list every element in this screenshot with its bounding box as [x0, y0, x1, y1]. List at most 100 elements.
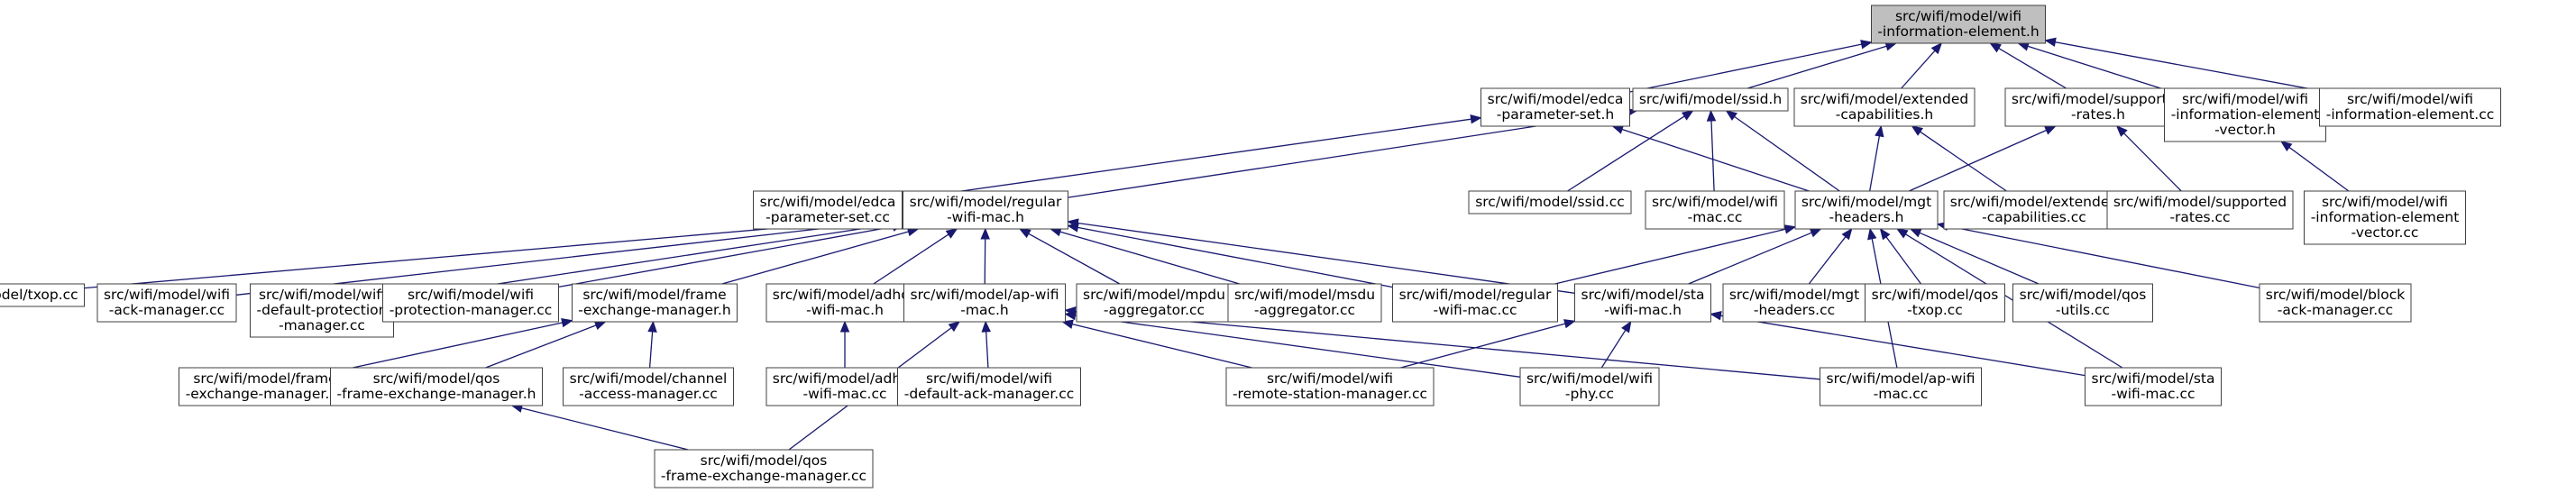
- edge-stamac-h-to-mgt-h: [1688, 228, 1822, 285]
- node-adhoc-h[interactable]: src/wifi/model/adhoc-wifi-mac.h: [765, 283, 924, 323]
- node-label: src/wifi/model/adhoc: [773, 287, 917, 303]
- node-ssid-cc[interactable]: src/wifi/model/ssid.cc: [1468, 190, 1632, 215]
- node-box: [897, 367, 1081, 406]
- node-box: [382, 283, 559, 323]
- node-phy-cc[interactable]: src/wifi/model/wifi-phy.cc: [1519, 367, 1660, 406]
- edge-line: [1710, 120, 1715, 192]
- node-label: -parameter-set.cc: [765, 209, 890, 225]
- node-rates-h[interactable]: src/wifi/model/supported-rates.h: [2004, 87, 2192, 127]
- arrowhead: [1681, 110, 1694, 121]
- node-label: -manager.cc: [279, 317, 365, 333]
- node-label: src/wifi/model/wifi: [104, 287, 230, 303]
- node-protmgr-cc[interactable]: src/wifi/model/wifi-protection-manager.c…: [382, 283, 559, 323]
- edge-mgt-h-to-rates-h: [1909, 125, 2057, 192]
- node-defack-cc[interactable]: src/wifi/model/wifi-default-ack-manager.…: [897, 367, 1081, 406]
- edge-line: [1629, 43, 1862, 93]
- node-label: src/wifi/model/extended: [1950, 194, 2118, 210]
- edge-line: [902, 118, 1471, 200]
- arrowhead: [1809, 228, 1822, 238]
- edge-extcap-h-to-ie-h: [1901, 42, 1943, 89]
- arrowhead: [1470, 114, 1482, 124]
- arrowhead: [1860, 40, 1873, 50]
- node-edca-cc[interactable]: src/wifi/model/edca-parameter-set.cc: [753, 190, 903, 230]
- node-qosutils-cc[interactable]: src/wifi/model/qos-utils.cc: [2012, 283, 2153, 323]
- node-wifimac-cc[interactable]: src/wifi/model/wifi-mac.cc: [1645, 190, 1785, 230]
- node-extcap-cc[interactable]: src/wifi/model/extended-capabilities.cc: [1943, 190, 2125, 230]
- edge-qosfem-cc-to-qosfem-h: [510, 403, 689, 451]
- node-extcap-h[interactable]: src/wifi/model/extended-capabilities.h: [1793, 87, 1976, 127]
- edge-ie-cc-to-ie-h: [2044, 37, 2320, 92]
- node-mgt-h[interactable]: src/wifi/model/mgt-headers.h: [1794, 190, 1939, 230]
- node-label: src/wifi/model/qos: [2020, 287, 2147, 303]
- node-rates-cc[interactable]: src/wifi/model/supported-rates.cc: [2106, 190, 2294, 230]
- edge-mgt-h-to-edca-h: [1611, 124, 1810, 192]
- arrowhead: [647, 320, 657, 333]
- node-label: -vector.cc: [2351, 224, 2419, 241]
- node-msdu-cc[interactable]: src/wifi/model/msdu-aggregator.cc: [1227, 283, 1382, 323]
- node-label: src/wifi/model/wifi: [2347, 91, 2473, 107]
- node-box: [96, 283, 237, 323]
- node-edca-h[interactable]: src/wifi/model/edca-parameter-set.h: [1481, 87, 1630, 127]
- edge-defack-cc-to-apmac-h: [981, 320, 991, 369]
- edge-line: [2055, 41, 2320, 92]
- node-mgt-cc[interactable]: src/wifi/model/mgt-headers.cc: [1722, 283, 1866, 323]
- edge-line: [351, 322, 563, 370]
- node-qosfem-h[interactable]: src/wifi/model/qos-frame-exchange-manage…: [330, 367, 543, 406]
- node-ssid-h[interactable]: src/wifi/model/ssid.h: [1632, 87, 1789, 112]
- edge-line: [1734, 115, 1840, 192]
- node-label: src/wifi/model/wifi: [926, 370, 1052, 387]
- node-label: -default-protection: [257, 302, 388, 318]
- node-box: [1794, 190, 1939, 230]
- arrowhead: [1895, 228, 1909, 239]
- arrowhead: [1930, 42, 1943, 55]
- edge-line: [1075, 310, 1820, 380]
- node-stamac-h[interactable]: src/wifi/model/sta-wifi-mac.h: [1574, 283, 1711, 323]
- node-box: [1632, 87, 1789, 112]
- arrowhead: [945, 228, 958, 239]
- node-fem-h[interactable]: src/wifi/model/frame-exchange-manager.h: [572, 283, 738, 323]
- node-defprot-cc[interactable]: src/wifi/model/wifi-default-protection-m…: [250, 283, 394, 338]
- node-label: -ack-manager.cc: [109, 302, 225, 318]
- node-qostxop-cc[interactable]: src/wifi/model/qos-txop.cc: [1865, 283, 2005, 323]
- node-label: src/wifi/model/mgt: [1729, 287, 1859, 303]
- node-mpdu-cc[interactable]: src/wifi/model/mpdu-aggregator.cc: [1076, 283, 1233, 323]
- edge-phy-cc-to-stamac-h: [1600, 320, 1632, 369]
- arrowhead: [2044, 37, 2057, 47]
- edge-rates-h-to-ie-h: [1989, 42, 2067, 89]
- node-blockack-cc[interactable]: src/wifi/model/block-ack-manager.cc: [2259, 283, 2412, 323]
- edge-stamac-cc-to-stamac-h: [1710, 311, 2086, 377]
- node-apmac-cc[interactable]: src/wifi/model/ap-wifi-mac.cc: [1820, 367, 1982, 406]
- edge-line: [1688, 232, 1812, 285]
- node-fem-cc[interactable]: src/wifi/model/frame-exchange-manager.cc: [179, 367, 352, 406]
- node-iev-cc[interactable]: src/wifi/model/wifi-information-element-…: [2304, 190, 2466, 245]
- node-label: src/wifi/model/ap-wifi: [911, 287, 1059, 303]
- edge-stamac-h-to-regmac-h: [1067, 218, 1575, 294]
- node-ie-cc[interactable]: src/wifi/model/wifi-information-element.…: [2319, 87, 2501, 127]
- node-label: -wifi-mac.h: [806, 302, 884, 318]
- node-ie-h[interactable]: src/wifi/model/wifi-information-element.…: [1871, 5, 2046, 44]
- node-ackmgr-cc[interactable]: src/wifi/model/wifi-ack-manager.cc: [96, 283, 237, 323]
- node-rsm-cc[interactable]: src/wifi/model/wifi-remote-station-manag…: [1225, 367, 1435, 406]
- node-stamac-cc[interactable]: src/wifi/model/sta-wifi-mac.cc: [2085, 367, 2222, 406]
- node-box: [753, 190, 903, 230]
- node-label: src/wifi/model/wifi: [1652, 194, 1778, 210]
- node-regmac-cc[interactable]: src/wifi/model/regular-wifi-mac.cc: [1392, 283, 1558, 323]
- arrowhead: [2115, 125, 2128, 137]
- node-label: -mac.h: [960, 302, 1008, 318]
- node-label: src/wifi/model/ssid.cc: [1475, 194, 1625, 210]
- node-label: -remote-station-manager.cc: [1233, 386, 1427, 402]
- node-label: src/wifi/model/channel: [570, 370, 728, 387]
- node-txop-cc[interactable]: src/wifi/model/txop.cc: [0, 283, 85, 307]
- node-regmac-h[interactable]: src/wifi/model/regular-wifi-mac.h: [903, 190, 1068, 230]
- edge-rates-cc-to-rates-h: [2115, 125, 2182, 192]
- node-iev-h[interactable]: src/wifi/model/wifi-information-element-…: [2164, 87, 2326, 142]
- node-box: [903, 283, 1066, 323]
- edge-ssid-h-to-ie-h: [1747, 41, 1898, 89]
- edge-line: [1747, 45, 1887, 89]
- node-chanacc-cc[interactable]: src/wifi/model/channel-access-manager.cc: [563, 367, 734, 406]
- arrowhead: [1710, 311, 1722, 321]
- node-apmac-h[interactable]: src/wifi/model/ap-wifi-mac.h: [903, 283, 1066, 323]
- node-qosfem-cc[interactable]: src/wifi/model/qos-frame-exchange-manage…: [654, 449, 874, 488]
- node-label: src/wifi/model/wifi: [2322, 194, 2448, 210]
- node-label: src/wifi/model/regular: [1399, 287, 1552, 303]
